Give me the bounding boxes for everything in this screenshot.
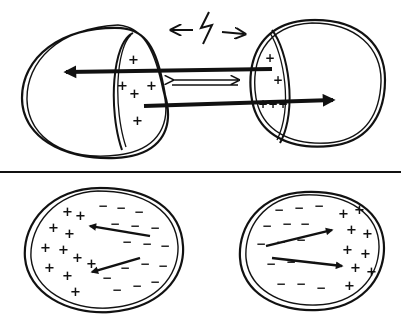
positive-charge: + [354,203,365,218]
negative-charge: − [274,203,284,217]
positive-charge: + [62,205,73,220]
negative-charge: − [150,221,160,235]
positive-charge: + [265,51,275,65]
negative-charge: − [256,237,266,251]
negative-charge: − [160,239,170,253]
positive-charge: + [132,114,143,129]
negative-charge: − [316,281,326,295]
negative-charge: − [150,275,160,289]
negative-charge: − [282,217,292,231]
positive-charge: + [129,87,140,102]
left-positive-charges: + + + + + [117,53,157,129]
positive-charge: + [344,279,355,294]
negative-charge: − [296,277,306,291]
negative-charge: − [140,257,150,271]
negative-charge: − [314,199,324,213]
positive-charge: + [146,79,157,94]
positive-charge: + [48,221,59,236]
positive-charge: + [346,223,357,238]
positive-charge: + [40,241,51,256]
force-arrow-left [66,69,272,72]
negative-charge: − [132,279,142,293]
negative-charge: − [286,255,296,269]
positive-charge: + [342,243,353,258]
negative-charge: − [112,283,122,297]
positive-charge: + [44,261,55,276]
negative-charge: − [134,205,144,219]
positive-charge: + [366,265,377,280]
negative-charge: − [116,201,126,215]
right-sphere [250,20,385,147]
positive-charge: + [62,269,73,284]
positive-charge: + [75,209,86,224]
negative-charge: − [300,217,310,231]
bottom-panel: + + + + + + + + + + + − − − − − − − − − … [25,188,384,312]
lightning-bolt-icon [172,12,244,44]
negative-charge: − [130,219,140,233]
negative-charge: − [296,233,306,247]
negative-charge: − [158,259,168,273]
negative-charge: − [142,237,152,251]
force-arrow-right [144,100,333,106]
positive-charge: + [72,251,83,266]
double-arrow-icon [172,80,238,85]
positive-charge: + [362,227,373,242]
bottom-left-positive-charges: + + + + + + + + + + + [40,205,97,300]
positive-charge: + [86,257,97,272]
bottom-left-negative-charges: − − − − − − − − − − − − − − − − [98,199,170,297]
positive-charge: + [360,247,371,262]
negative-charge: − [276,277,286,291]
positive-charge: + [338,207,349,222]
bottom-right-positive-charges: + + + + + + + + + [338,203,377,294]
positive-charge: + [278,97,288,111]
negative-charge: − [262,219,272,233]
negative-charge: − [102,271,112,285]
top-panel: + + + + + + + + + + [22,12,385,158]
positive-charge: + [117,79,128,94]
positive-charge: + [64,227,75,242]
positive-charge: + [350,261,361,276]
positive-charge: + [273,73,283,87]
negative-charge: − [294,201,304,215]
positive-charge: + [128,53,139,68]
positive-charge: + [70,285,81,300]
positive-charge: + [58,243,69,258]
negative-charge: − [122,235,132,249]
field-arrow [92,258,140,272]
negative-charge: − [98,199,108,213]
